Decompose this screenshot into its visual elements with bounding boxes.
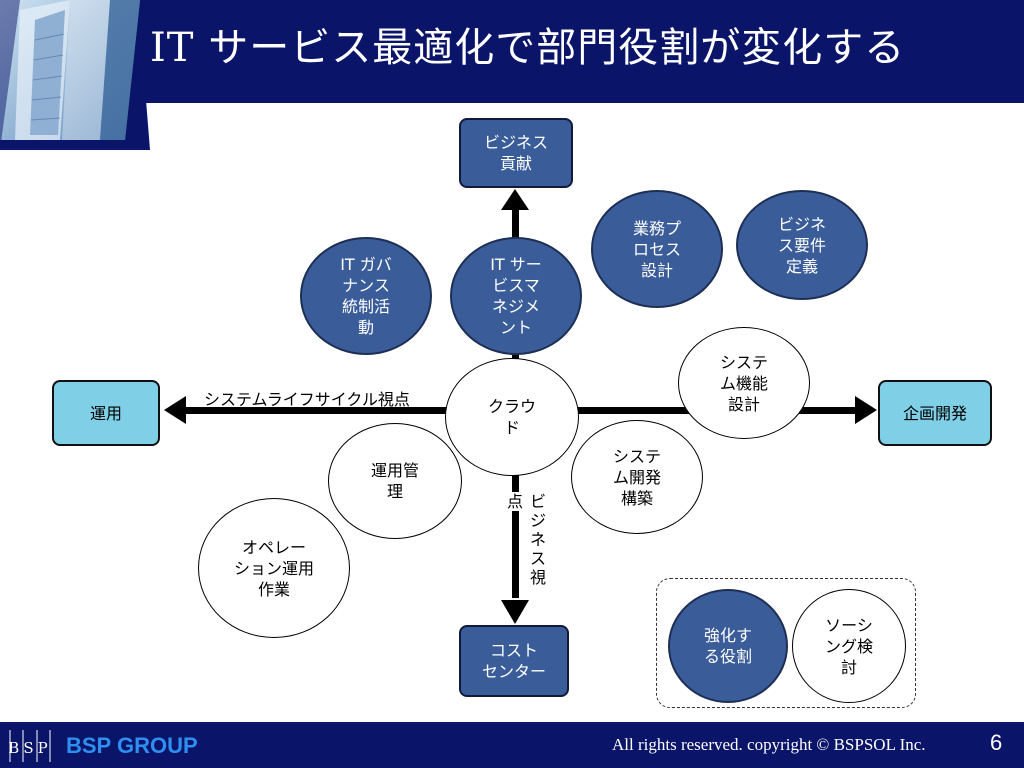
- system-function-design-node: システ ム機能 設計: [678, 327, 810, 439]
- cloud-center-node: クラウ ド: [445, 358, 579, 476]
- svg-text:BSP: BSP: [8, 739, 51, 757]
- business-requirements-node: ビジネ ス要件 定義: [736, 190, 868, 300]
- business-process-design-node: 業務プ ロセス 設計: [591, 190, 723, 308]
- page-title: IT サービス最適化で部門役割が変化する: [150, 25, 906, 71]
- arrow-up-head: [501, 189, 529, 210]
- cost-center-box: コスト センター: [459, 625, 569, 697]
- legend-strengthen-node: 強化す る役割: [668, 589, 788, 703]
- operation-management-node: 運用管 理: [328, 423, 462, 539]
- footer-copyright: All rights reserved. copyright © BSPSOL …: [612, 735, 926, 754]
- legend-sourcing-node: ソーシ ング検 討: [792, 589, 906, 703]
- business-contribution-box: ビジネス 貢献: [459, 118, 573, 188]
- legend-box: [656, 578, 916, 708]
- page-number: 6: [990, 730, 1003, 755]
- business-axis-label-right: ビ ジ ネ ス 視: [529, 492, 546, 587]
- footer-brand: BSP GROUP: [66, 733, 198, 758]
- it-governance-node: IT ガバ ナンス 統制活 動: [300, 237, 432, 355]
- footer-bar: [0, 722, 1024, 768]
- bsp-logo-icon: BSP: [6, 726, 54, 766]
- lifecycle-axis-label: システムライフサイクル視点: [204, 390, 410, 409]
- system-development-node: システ ム開発 構築: [571, 420, 703, 534]
- building-image-icon: [0, 0, 150, 150]
- business-axis-label-left: 点: [505, 492, 525, 511]
- planning-development-box: 企画開発: [878, 380, 992, 446]
- header-bar: [0, 0, 1024, 103]
- arrow-down-head: [501, 600, 529, 624]
- arrow-left-head: [164, 396, 186, 424]
- it-service-management-node: IT サー ビスマ ネジメ ント: [450, 237, 582, 355]
- operation-box: 運用: [52, 380, 160, 446]
- operation-work-node: オペレー ション運用 作業: [198, 498, 350, 638]
- arrow-right-head: [855, 396, 877, 424]
